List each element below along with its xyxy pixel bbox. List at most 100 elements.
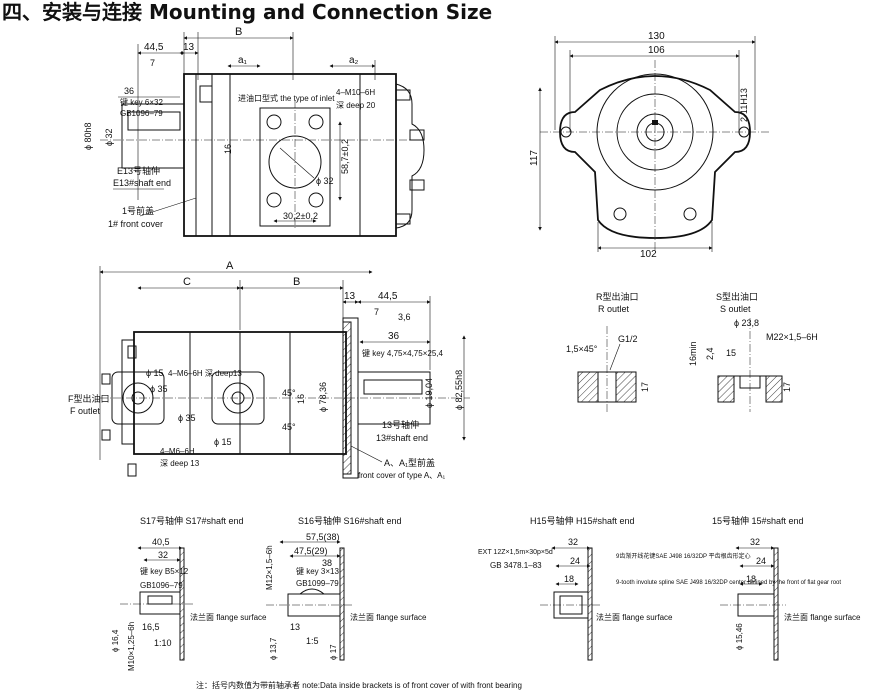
label-front-cover-1-cn: 1号前盖	[122, 205, 154, 216]
dim-phi78-36: ϕ 78,36	[318, 382, 328, 412]
dim-2-4: 2,4	[705, 347, 715, 360]
dim-18-15: 18	[746, 574, 756, 584]
label-s16-title: S16号轴伸 S16#shaft end	[298, 515, 402, 526]
label-s17-title: S17号轴伸 S17#shaft end	[140, 515, 244, 526]
dim-m12: M12×1,5–6h	[265, 545, 274, 590]
label-15-title: 15号轴伸 15#shaft end	[712, 515, 804, 526]
dim-30-2: 30,2±0,2	[283, 211, 318, 221]
label-f-outlet-en: F outlet	[70, 406, 101, 416]
label-13-shaft-cn: 13号轴伸	[382, 419, 419, 430]
dim-102: 102	[640, 249, 657, 260]
h15-shaft-detail: H15号轴伸 H15#shaft end EXT 12Z×1,5m×30p×5d…	[478, 515, 841, 661]
label-45-b: 45°	[282, 422, 296, 432]
label-r-outlet-cn: R型出油口	[596, 291, 639, 302]
footnote: 注：括号内数值为带前轴承者 note:Data inside brackets …	[196, 680, 522, 690]
dim-17-s: 17	[782, 382, 792, 392]
label-inlet-type: 进油口型式 the type of inlet	[238, 93, 335, 103]
label-key-b5: 键 key B5×12	[140, 566, 189, 576]
dim-117: 117	[529, 150, 540, 166]
dim-36-middle: 36	[388, 331, 400, 342]
s17-shaft-detail: S17号轴伸 S17#shaft end 40,5 32 键 key B5×12…	[111, 515, 267, 671]
dim-13: 13	[183, 42, 195, 53]
label-r-outlet-en: R outlet	[598, 304, 630, 314]
dim-24-h15: 24	[570, 556, 580, 566]
dim-phi15-46: ϕ 15,46	[735, 623, 744, 650]
dim-2-11H13: 2-11H13	[739, 88, 749, 122]
s15-shaft-detail: 15号轴伸 15#shaft end 32 24 18 ϕ 15,46 法兰面 …	[712, 515, 861, 661]
label-deep13: 深 deep 13	[160, 459, 200, 468]
dim-32-s17: 32	[158, 550, 168, 560]
dim-phi13-7: ϕ 13,7	[269, 637, 278, 660]
dim-C: C	[183, 276, 191, 288]
dim-16: 16	[223, 144, 233, 154]
label-e13-cn: E13号轴伸	[117, 165, 160, 176]
dim-phi17: ϕ 17	[329, 644, 338, 660]
page-title: 四、安装与连接 Mounting and Connection Size	[2, 0, 493, 24]
label-e13-en: E13#shaft end	[113, 178, 171, 188]
label-flange-surface-4: 法兰面 flange surface	[784, 612, 861, 622]
dim-16-middle: 16	[296, 394, 306, 404]
dim-57-5: 57,5(38)	[306, 532, 340, 542]
dim-106: 106	[648, 45, 665, 56]
label-taper-1-10: 1:10	[154, 638, 172, 648]
label-key-4-75: 键 key 4,75×4,75×25,4	[362, 348, 443, 358]
label-spline-en: 9-tooth involute spline SAE J498 16/32DP…	[616, 580, 841, 586]
dim-B: B	[235, 26, 242, 38]
label-f-outlet-cn: F型出油口	[68, 393, 110, 404]
label-chamfer: 1,5×45°	[566, 344, 598, 354]
s16-shaft-detail: S16号轴伸 S16#shaft end 57,5(38) 47,5(29) 3…	[265, 515, 427, 661]
dim-24-15: 24	[756, 556, 766, 566]
dim-3-6: 3,6	[398, 312, 411, 322]
label-gb1096-b: GB1096–79	[140, 581, 183, 590]
label-deep20: 深 deep 20	[336, 101, 376, 110]
dim-17-r: 17	[640, 382, 650, 392]
dim-13-middle: 13	[344, 291, 356, 302]
dim-16-5: 16,5	[142, 622, 160, 632]
middle-side-view: A C B 13 44,5 7 3,6 36	[68, 260, 470, 480]
label-gb1099: GB1099–79	[296, 579, 339, 588]
label-m10: 4–M10–6H	[336, 88, 375, 97]
dim-phi80: ϕ 80h8	[83, 122, 93, 150]
end-view: 130 106 102 117 2-11H13	[529, 31, 770, 260]
r-outlet-detail: R型出油口 R outlet 1,5×45° G1/2 17	[566, 291, 650, 412]
dim-44-5: 44,5	[144, 42, 164, 53]
label-phi35-a: ϕ 35	[150, 384, 168, 394]
label-phi23-8: ϕ 23,8	[734, 318, 759, 328]
dim-A: A	[226, 260, 234, 272]
dim-58-7: 58,7±0,2	[340, 139, 350, 174]
dim-38: 38	[322, 558, 332, 568]
dim-32-h15: 32	[568, 537, 578, 547]
label-flange-surface-2: 法兰面 flange surface	[350, 612, 427, 622]
dim-130: 130	[648, 31, 665, 42]
label-aa1-en: front cover of type A、A₁	[358, 471, 445, 480]
label-m6-b: 4–M6–6H	[160, 447, 195, 456]
dim-7-middle: 7	[374, 307, 379, 317]
label-taper-1-5: 1:5	[306, 636, 319, 646]
label-13-shaft-en: 13#shaft end	[376, 433, 428, 443]
label-ext-spline: EXT 12Z×1,5m×30p×5d	[478, 549, 553, 556]
label-gb1096-a: GB1096–79	[120, 109, 163, 118]
label-m6-deep13: 4–M6–6H 深 deep13	[168, 369, 242, 378]
dim-a1: a₁	[238, 55, 248, 66]
dim-18-h15: 18	[564, 574, 574, 584]
dim-36-top: 36	[124, 86, 134, 96]
label-g12: G1/2	[618, 334, 638, 344]
label-45-a: 45°	[282, 388, 296, 398]
dim-phi32-port: ϕ 32	[316, 176, 334, 186]
dim-phi32-shaft: ϕ 32	[104, 128, 114, 146]
top-side-view: B 44,5 13 a₁ a₂ 7 36	[83, 26, 425, 237]
dim-47-5: 47,5(29)	[294, 546, 328, 556]
label-m22: M22×1,5–6H	[766, 332, 818, 342]
dim-16min: 16min	[688, 341, 698, 366]
label-phi35-b: ϕ 35	[178, 413, 196, 423]
label-s-outlet-en: S outlet	[720, 304, 751, 314]
label-aa1-cn: A、A₁型前盖	[384, 457, 435, 468]
dim-40-5: 40,5	[152, 537, 170, 547]
label-gb3478: GB 3478.1–83	[490, 561, 542, 570]
label-key6: 键 key 6×32	[120, 97, 163, 107]
dim-15-s: 15	[726, 348, 736, 358]
dim-a2: a₂	[349, 55, 359, 66]
label-key-3x13: 键 key 3×13	[296, 566, 339, 576]
label-phi15-b: ϕ 15	[214, 437, 232, 447]
